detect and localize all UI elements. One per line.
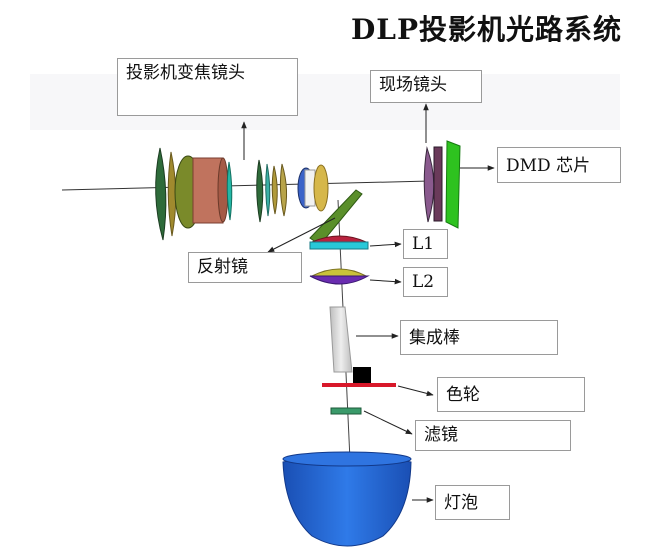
filter-pointer — [363, 410, 413, 435]
color-wheel-label: 色轮 — [437, 377, 585, 412]
wheel-pointer — [397, 385, 434, 397]
l1-label: L1 — [403, 229, 448, 259]
uv-filter — [330, 407, 362, 415]
zoom-lens-group — [155, 147, 329, 241]
lens-l2 — [309, 268, 370, 285]
lamp-opening — [282, 451, 412, 467]
rod-label: 集成棒 — [400, 320, 558, 355]
bulb-label: 灯泡 — [435, 485, 510, 520]
integrator-rod — [329, 306, 353, 373]
filter-label: 滤镜 — [415, 420, 571, 451]
horizontal-optical-axis — [61, 180, 431, 191]
field-lens-dmd-group — [423, 140, 461, 229]
l2-label: L2 — [403, 267, 448, 297]
mirror-pointer — [267, 217, 336, 253]
color-wheel-motor — [353, 367, 371, 384]
l2-pointer — [369, 278, 402, 285]
dmd-chip-label: DMD 芯片 — [497, 147, 621, 183]
lens-l1 — [309, 235, 369, 250]
mirror-label: 反射镜 — [188, 252, 302, 283]
diagram-title: DLP投影机光路系统 — [350, 13, 622, 46]
lamp-reflector — [282, 454, 412, 547]
color-wheel — [322, 383, 396, 387]
l1-pointer — [369, 241, 402, 248]
field-lens-label: 现场镜头 — [370, 70, 482, 103]
zoom-lens-label: 投影机变焦镜头 — [117, 58, 298, 116]
